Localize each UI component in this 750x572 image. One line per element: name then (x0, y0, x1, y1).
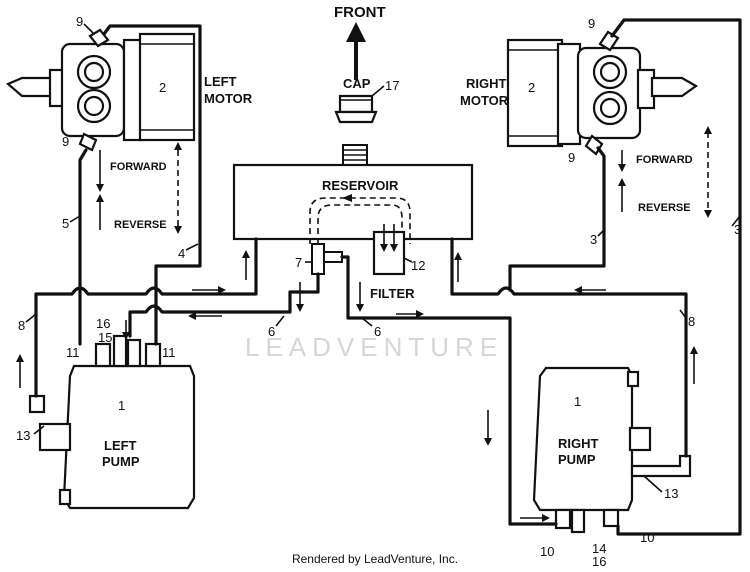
callout-15-left: 15 (98, 330, 112, 345)
callout-1-left: 1 (118, 398, 125, 413)
callout-3-right-outer: 3 (734, 222, 741, 237)
callout-9-left-top: 9 (76, 14, 83, 29)
watermark: LEADVENTURE (245, 332, 503, 362)
filter (372, 230, 406, 276)
callout-2-right: 2 (528, 80, 535, 95)
left-motor-label-1: LEFT (204, 74, 237, 89)
callout-5: 5 (62, 216, 69, 231)
left-forward-label: FORWARD (110, 161, 167, 173)
left-motor (5, 28, 196, 152)
callout-1-right: 1 (574, 394, 581, 409)
reservoir-label: RESERVOIR (322, 178, 399, 193)
callout-14-right: 14 (592, 541, 606, 556)
flow-arrows (16, 126, 712, 522)
right-motor (506, 30, 699, 156)
front-label: FRONT (334, 4, 386, 21)
callout-13-left: 13 (16, 428, 30, 443)
callout-9-right-bottom: 9 (568, 150, 575, 165)
reservoir-cap (334, 94, 378, 166)
filter-label: FILTER (370, 286, 415, 301)
callout-4: 4 (178, 246, 185, 261)
callout-3-right-inner: 3 (590, 232, 597, 247)
callout-17: 17 (385, 78, 399, 93)
tee-fitting (311, 243, 343, 275)
front-arrow (346, 22, 366, 80)
callout-16-left: 16 (96, 316, 110, 331)
cap-label: CAP (343, 76, 371, 91)
callout-8-right: 8 (688, 314, 695, 329)
left-pump-label-1: LEFT (104, 438, 137, 453)
left-pump (28, 334, 196, 510)
right-motor-label-1: RIGHT (466, 76, 507, 91)
right-pump-label-2: PUMP (558, 452, 596, 467)
callout-10-right-b: 10 (640, 530, 654, 545)
right-pump (532, 366, 692, 534)
callout-6-left: 6 (268, 324, 275, 339)
callout-16-right: 16 (592, 554, 606, 569)
right-reverse-label: REVERSE (638, 202, 691, 214)
left-reverse-label: REVERSE (114, 219, 167, 231)
callout-8-left: 8 (18, 318, 25, 333)
right-pump-label-1: RIGHT (558, 436, 599, 451)
callout-11-left-a: 11 (66, 345, 80, 360)
left-pump-label-2: PUMP (102, 454, 140, 469)
left-motor-label-2: MOTOR (204, 91, 253, 106)
callout-10-right-a: 10 (540, 544, 554, 559)
callout-11-left-b: 11 (162, 345, 176, 360)
footer-credit: Rendered by LeadVenture, Inc. (291, 552, 459, 566)
reservoir (232, 163, 474, 241)
callout-12: 12 (411, 258, 425, 273)
right-motor-label-2: MOTOR (460, 93, 509, 108)
callout-9-right-top: 9 (588, 16, 595, 31)
callout-7: 7 (295, 255, 302, 270)
hoses (34, 18, 742, 536)
right-forward-label: FORWARD (636, 154, 693, 166)
callout-2-left: 2 (159, 80, 166, 95)
callout-13-right: 13 (664, 486, 678, 501)
callout-6-right: 6 (374, 324, 381, 339)
callout-9-left-bottom: 9 (62, 134, 69, 149)
